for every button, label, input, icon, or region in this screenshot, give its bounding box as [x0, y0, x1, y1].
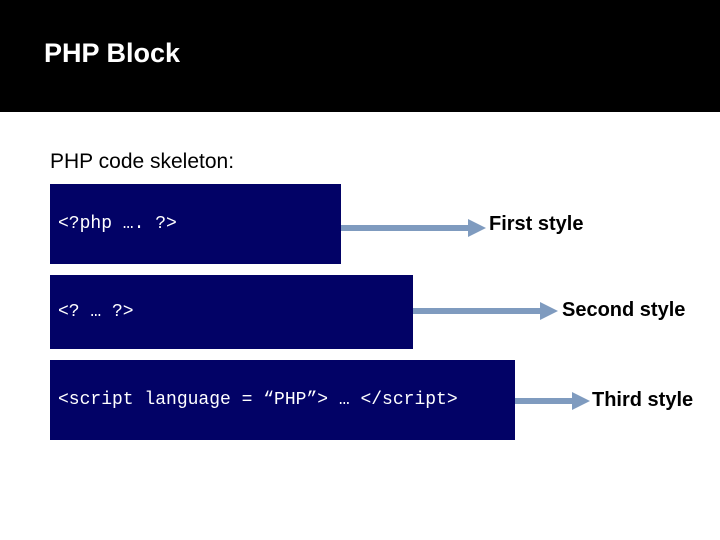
label-third-style: Third style [592, 389, 694, 411]
label-first-style: First style [489, 213, 584, 235]
code-box-first: <?php …. ?> [50, 184, 341, 264]
slide-title: PHP Block [44, 38, 181, 68]
title-bar [0, 0, 720, 112]
subtitle: PHP code skeleton: [50, 150, 235, 173]
arrow-icon-first [341, 219, 486, 237]
arrow-icon-third [515, 392, 590, 410]
code-box-second: <? … ?> [50, 275, 413, 349]
arrow-icon-second [413, 302, 558, 320]
code-box-third: <script language = “PHP”> … </script> [50, 360, 515, 440]
label-second-style: Second style [562, 299, 686, 321]
